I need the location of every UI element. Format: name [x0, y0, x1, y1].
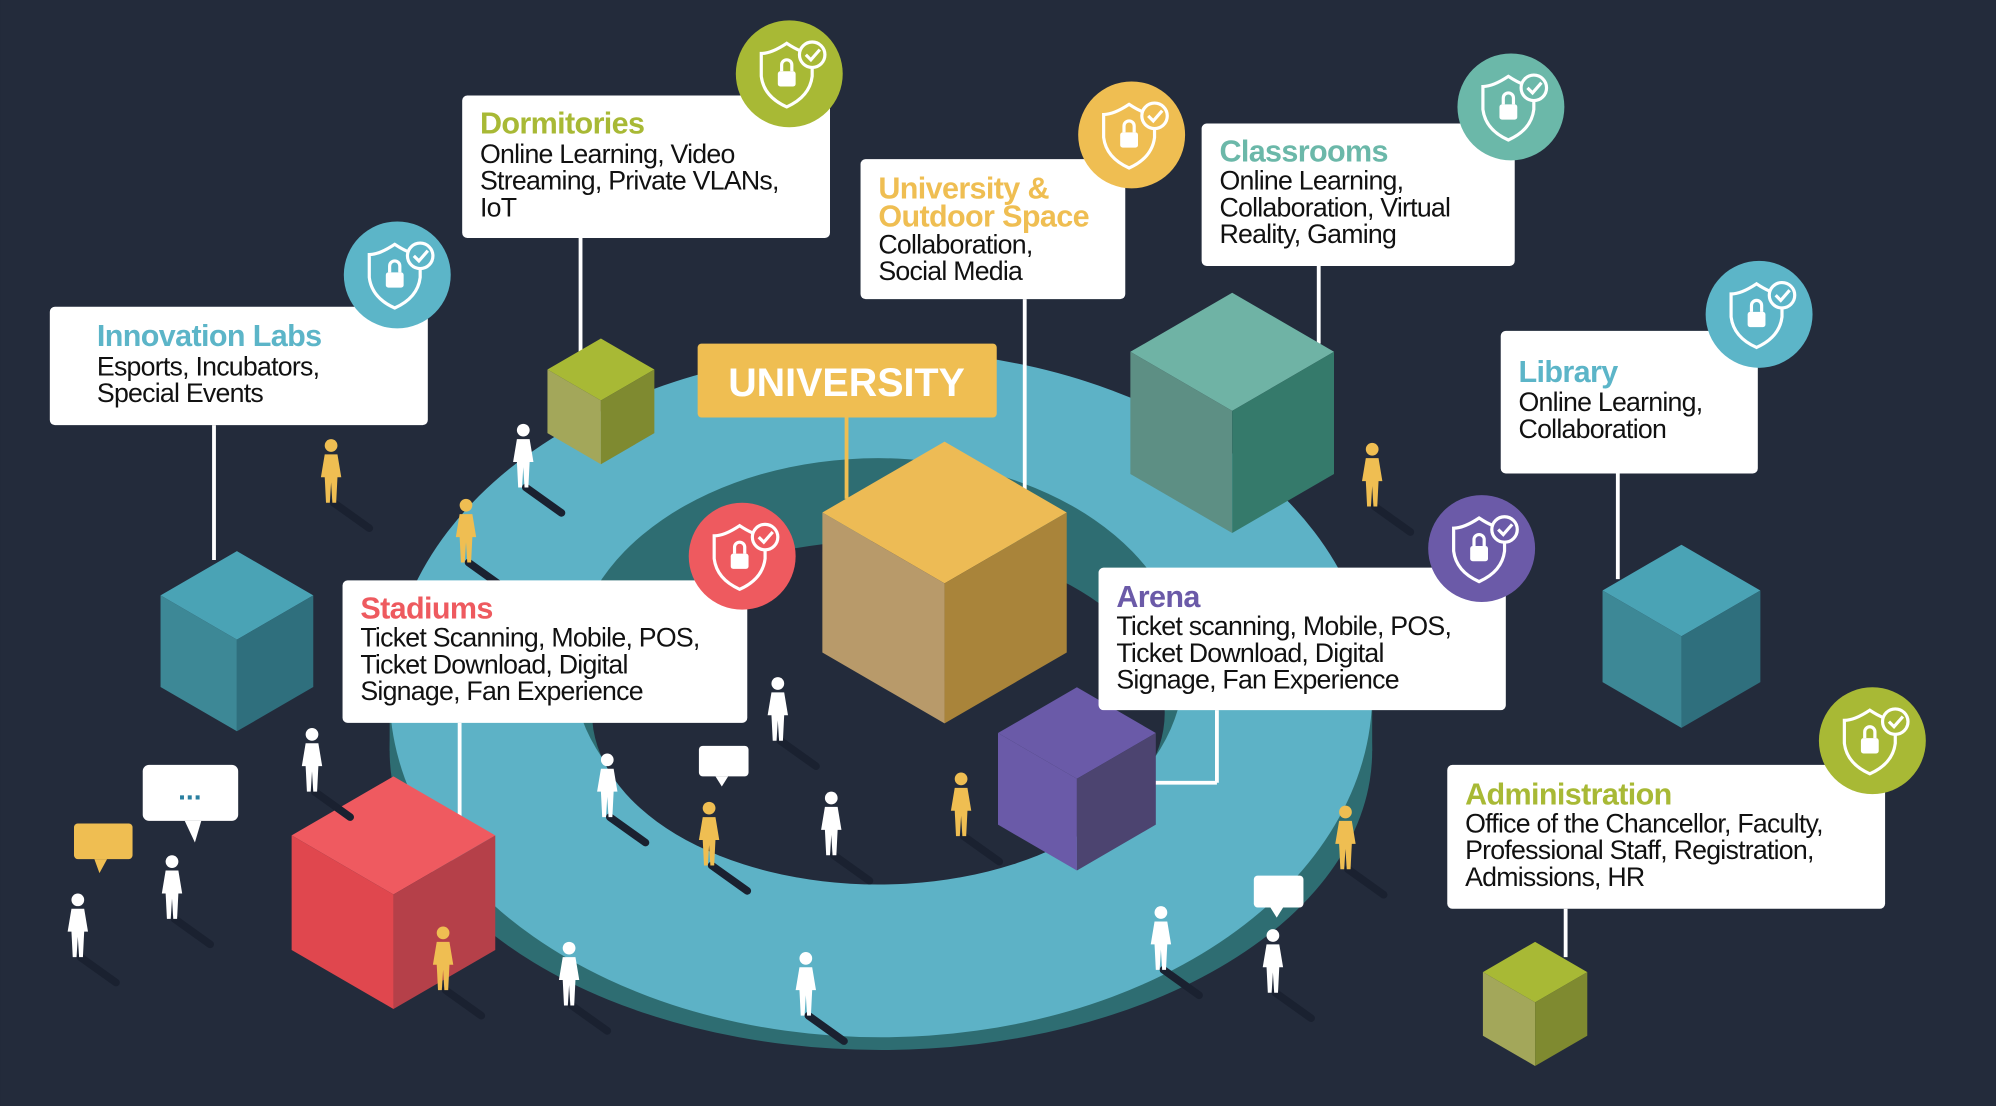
zone-desc-line: Signage, Fan Experience [1116, 665, 1398, 695]
zone-title: Classrooms [1219, 135, 1387, 169]
zone-title: Library [1519, 355, 1619, 389]
university-label-text: UNIVERSITY [728, 361, 965, 405]
cube-administration [1482, 941, 1588, 1066]
person-figure [161, 855, 214, 949]
zone-desc-line: Collaboration, Virtual [1219, 192, 1450, 222]
university-label: UNIVERSITY [697, 343, 997, 418]
person-figure [1362, 442, 1415, 536]
shield-lock-check-icon [1428, 495, 1536, 602]
cube-university [822, 441, 1067, 724]
zone-desc-line: Professional Staff, Registration, [1465, 835, 1814, 865]
shield-lock-check-icon [1705, 260, 1813, 368]
zone-title: Stadiums [360, 592, 492, 626]
people [67, 423, 1415, 1045]
zone-desc-line: Office of the Chancellor, Faculty, [1465, 808, 1823, 838]
shield-lock-check-icon [1078, 81, 1186, 189]
person-figure [767, 677, 820, 770]
zone-desc-line: Ticket Download, Digital [360, 649, 627, 679]
person-figure [432, 926, 486, 1020]
shield-lock-check-icon [343, 221, 451, 329]
zone-title: Innovation Labs [97, 319, 322, 353]
person-figure [1335, 805, 1388, 899]
cubes [160, 292, 1761, 1066]
zone-classrooms: Classrooms Online Learning, Collaboratio… [1201, 123, 1515, 266]
zone-title: Dormitories [480, 107, 644, 141]
zone-desc-line: Ticket Scanning, Mobile, POS, [360, 623, 699, 653]
shield-lock-check-icon [1818, 687, 1926, 795]
zone-desc-line: Streaming, Private VLANs, [480, 166, 779, 196]
person-figure [1262, 929, 1315, 1022]
zone-desc-line: Social Media [878, 256, 1023, 286]
zone-innovation-labs: Innovation Labs Esports, Incubators, Spe… [49, 306, 428, 426]
person-figure [950, 772, 1004, 866]
speech-bubble [1253, 875, 1304, 918]
person-figure [67, 893, 120, 987]
cube-stadiums [291, 776, 496, 1010]
person-figure [821, 791, 874, 885]
zone-desc-line: Collaboration [1519, 414, 1667, 444]
zone-desc-line: Admissions, HR [1465, 862, 1645, 892]
zone-title: Outdoor Space [878, 200, 1089, 234]
zone-desc-line: Esports, Incubators, [97, 351, 319, 381]
cube-classrooms [1130, 292, 1334, 534]
speech-bubble [698, 745, 749, 787]
zone-desc-line: Online Learning, [1519, 387, 1703, 417]
speech-bubble-dots: ... [178, 774, 201, 805]
connector-lines [212, 238, 1620, 958]
zone-desc-line: Reality, Gaming [1219, 219, 1396, 249]
zone-library: Library Online Learning, Collaboration [1500, 330, 1758, 474]
person-figure [513, 423, 566, 517]
speech-bubble: ... [142, 764, 239, 843]
person-figure [795, 952, 848, 1045]
person-figure [320, 439, 374, 532]
zone-desc-line: Special Events [97, 378, 263, 408]
shield-lock-check-icon [688, 502, 796, 610]
zone-administration: Administration Office of the Chancellor,… [1447, 764, 1886, 909]
zone-desc-line: Ticket scanning, Mobile, POS, [1116, 611, 1451, 641]
zone-title: University & [878, 172, 1049, 206]
cube-library [1602, 544, 1761, 728]
zone-university-outdoor-space: University & Outdoor Space Collaboration… [860, 159, 1126, 300]
zone-dormitories: Dormitories Online Learning, Video Strea… [462, 95, 830, 238]
zone-title: Administration [1465, 777, 1672, 811]
person-figure [597, 753, 650, 847]
zone-arena: Arena Ticket scanning, Mobile, POS, Tick… [1098, 567, 1506, 711]
person-figure [301, 728, 354, 821]
person-figure [1150, 906, 1203, 1000]
zone-desc-line: Online Learning, Video [480, 139, 735, 169]
shield-lock-check-icon [735, 20, 843, 128]
security-badges [343, 20, 1926, 795]
zone-stadiums: Stadiums Ticket Scanning, Mobile, POS, T… [342, 580, 748, 723]
person-figure [698, 801, 752, 895]
zone-desc-line: Ticket Download, Digital [1116, 638, 1383, 668]
zone-desc-line: Signage, Fan Experience [360, 676, 642, 706]
zone-desc-line: Collaboration, [878, 229, 1032, 259]
zone-title: Arena [1116, 580, 1201, 614]
speech-bubble [74, 823, 133, 874]
speech-bubbles: ... [74, 745, 1304, 918]
cube-arena [998, 687, 1156, 871]
shield-lock-check-icon [1457, 53, 1565, 161]
zone-desc-line: Online Learning, [1219, 166, 1403, 196]
cube-dormitories [547, 338, 655, 465]
person-figure [558, 941, 612, 1035]
zone-desc-line: IoT [480, 192, 517, 222]
